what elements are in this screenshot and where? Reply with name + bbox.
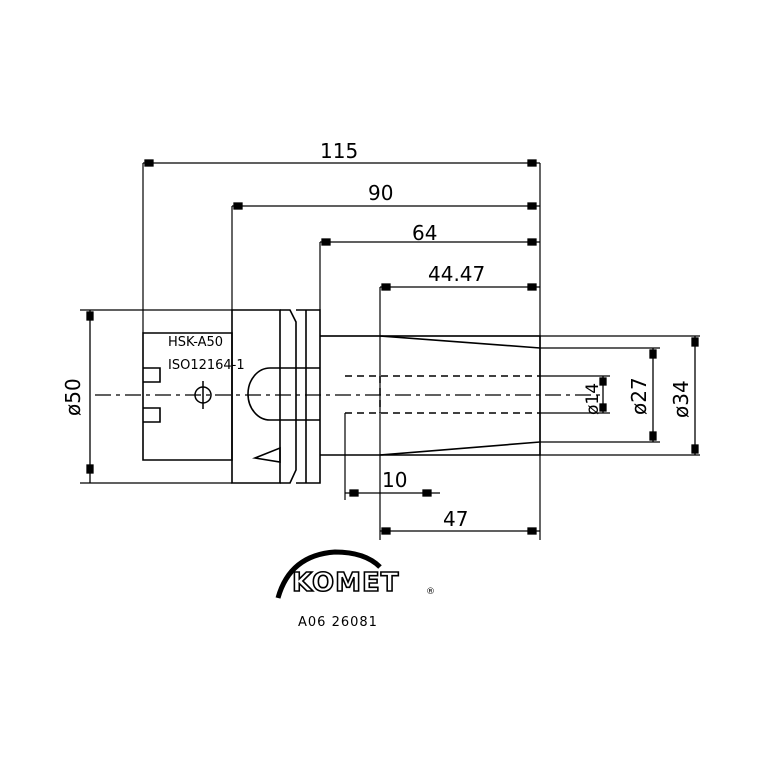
interface-label: HSK-A50 [168, 335, 223, 350]
drive-slot-lower [143, 407, 161, 423]
logo-registered-mark: ® [426, 587, 435, 597]
drive-slot-upper [143, 367, 161, 383]
hsk-flange [142, 332, 233, 461]
dimension-diameter-50: ø50 [61, 378, 85, 416]
collet-taper-upper [379, 335, 541, 349]
orientation-notch [252, 446, 281, 463]
dimension-diameter-14: ø14 [583, 383, 603, 415]
dimension-115: 115 [320, 139, 358, 163]
dimension-90: 90 [368, 181, 393, 205]
tool-body [142, 309, 541, 484]
komet-logo: KOMET ® [275, 549, 435, 599]
gripper-groove [280, 309, 297, 484]
dimension-47: 47 [443, 507, 468, 531]
dimension-lines [86, 159, 699, 535]
gripper-flange [296, 309, 321, 484]
standard-label: ISO12164-1 [168, 358, 245, 373]
dimension-44-47: 44.47 [428, 262, 485, 286]
collet-taper-lower [379, 441, 541, 456]
logo-brand: KOMET [292, 568, 399, 598]
dimension-64: 64 [412, 221, 437, 245]
crosshair-symbol [194, 381, 212, 409]
coolant-tube [247, 367, 320, 421]
part-number: A06 26081 [298, 615, 378, 630]
dimension-diameter-27: ø27 [627, 377, 651, 415]
dimension-10: 10 [382, 468, 407, 492]
dimension-diameter-34: ø34 [669, 380, 693, 418]
logo-arc [275, 549, 382, 599]
extension-lines [80, 163, 700, 540]
